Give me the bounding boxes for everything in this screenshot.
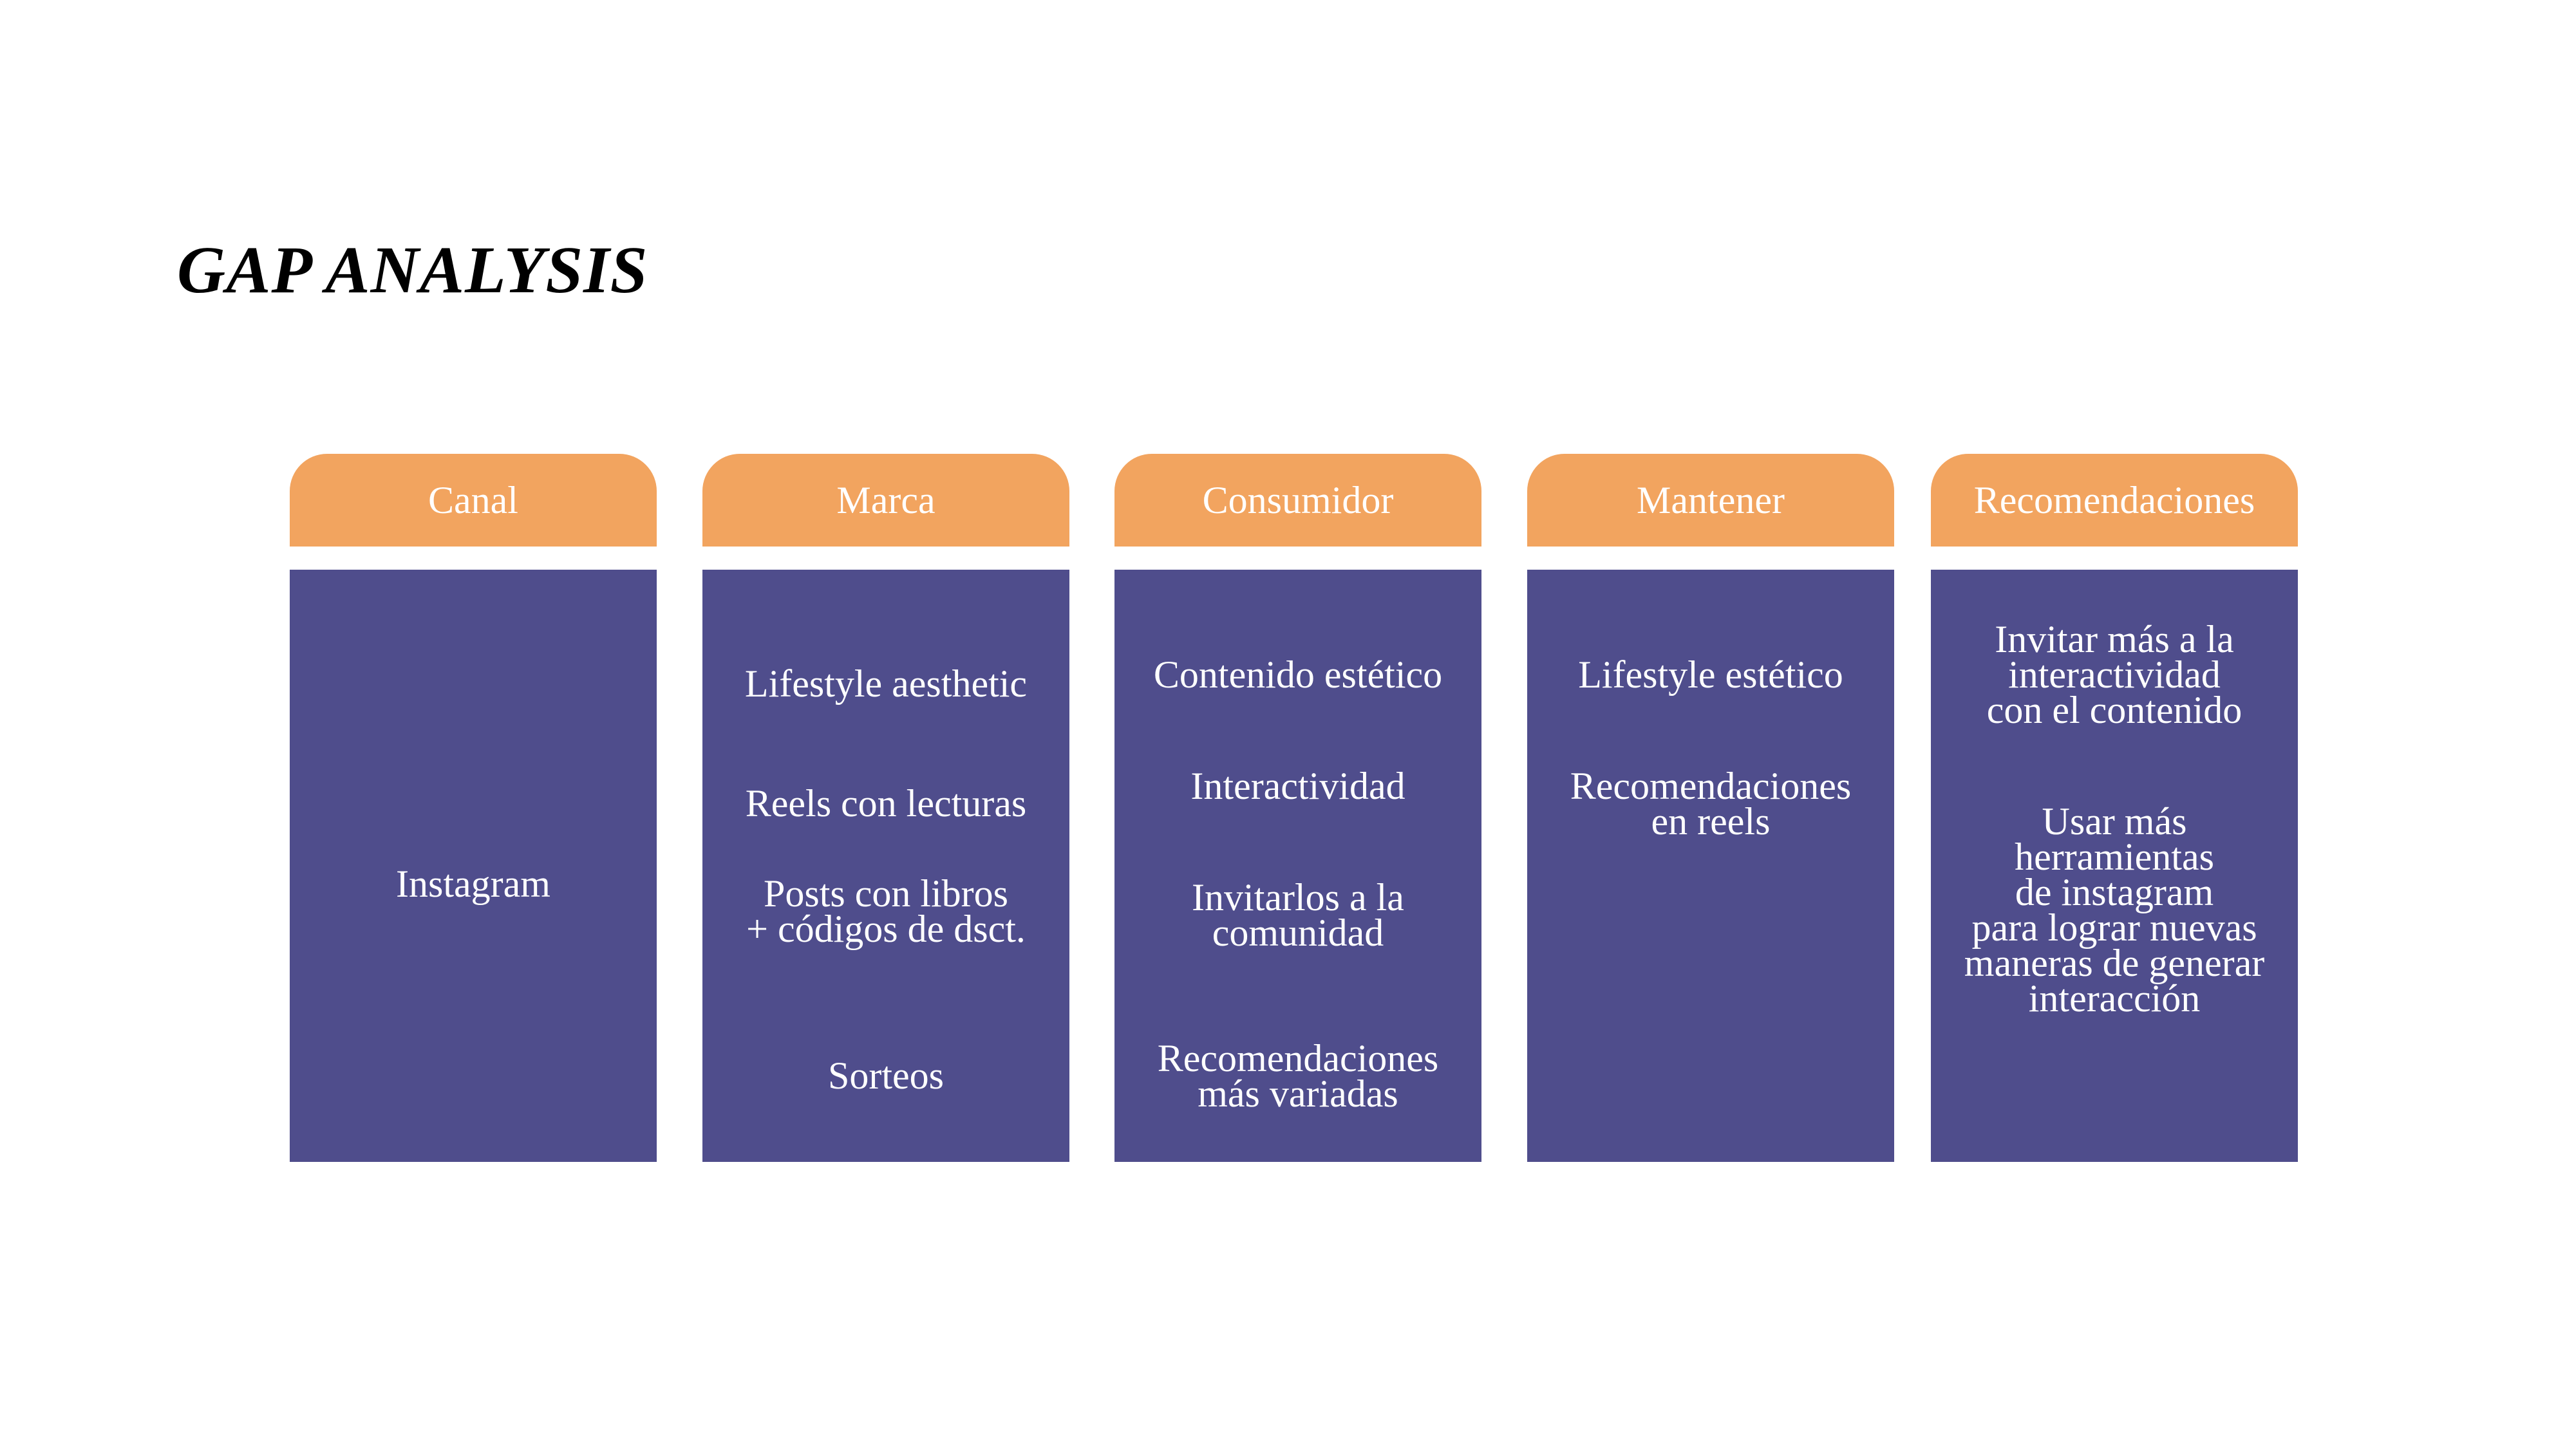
column-header: Mantener [1527,454,1894,547]
column-body: Invitar más a la interactividad con el c… [1931,570,2298,1162]
column-item: Instagram [396,863,550,905]
column-body: Contenido estético Interactividad Invita… [1114,570,1481,1162]
column-item: Lifestyle aesthetic [744,662,1028,705]
column-item: Sorteos [828,1054,944,1097]
column-item: Contenido estético [1153,653,1443,696]
column-consumidor: Consumidor Contenido estético Interactiv… [1114,454,1481,1162]
column-item: Recomendaciones más variadas [1157,1037,1439,1115]
column-item: Reels con lecturas [745,782,1027,825]
column-body: Lifestyle estético Recomendaciones en re… [1527,570,1894,1162]
column-canal: Canal Instagram [290,454,657,1162]
column-item: Posts con libros + códigos de dsct. [746,872,1026,950]
column-header: Canal [290,454,657,547]
column-item: Usar más herramientas de instagram para … [1964,800,2265,1020]
slide-title: GAP ANALYSIS [177,233,648,307]
column-item: Invitarlos a la comunidad [1192,876,1404,954]
column-header: Consumidor [1114,454,1481,547]
column-item: Lifestyle estético [1578,653,1843,696]
column-body: Lifestyle aesthetic Reels con lecturas P… [702,570,1069,1162]
column-item: Recomendaciones en reels [1570,765,1852,843]
column-item: Interactividad [1190,765,1406,807]
column-header: Recomendaciones [1931,454,2298,547]
column-marca: Marca Lifestyle aesthetic Reels con lect… [702,454,1069,1162]
column-header: Marca [702,454,1069,547]
column-mantener: Mantener Lifestyle estético Recomendacio… [1527,454,1894,1162]
column-recomendaciones: Recomendaciones Invitar más a la interac… [1931,454,2298,1162]
column-body: Instagram [290,570,657,1162]
column-item: Invitar más a la interactividad con el c… [1986,618,2242,731]
